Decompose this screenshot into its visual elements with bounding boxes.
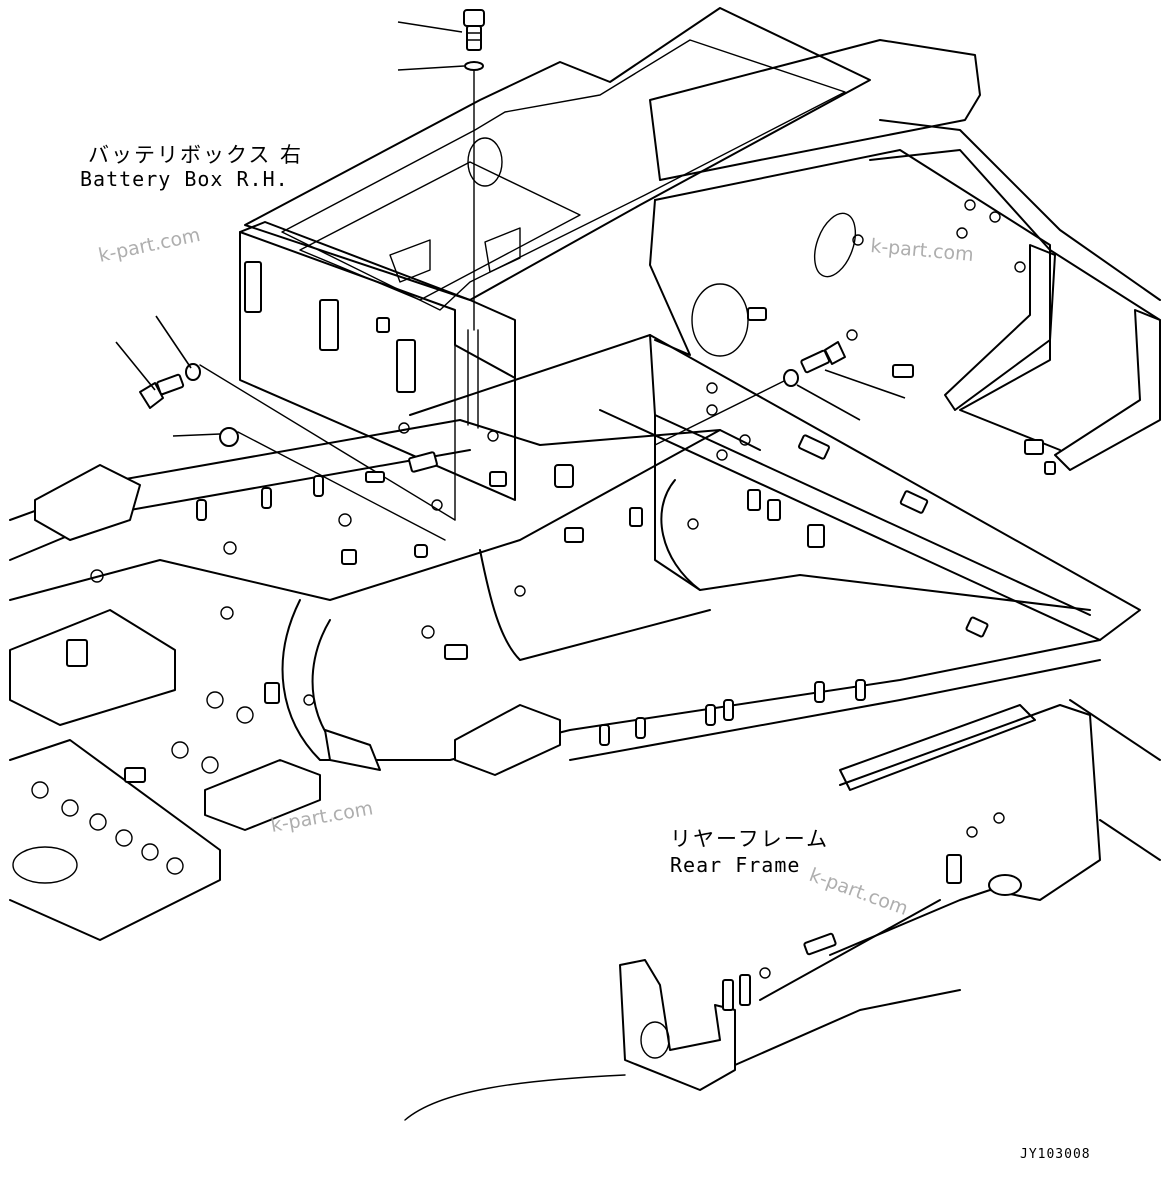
plug-cap-icon (219, 427, 239, 447)
battery-box (239, 7, 871, 521)
drawing-code: JY103008 (1020, 1147, 1091, 1162)
battery-box-label-jp: バッテリボックス 右 (88, 143, 303, 167)
watermark: k-part.com (806, 864, 911, 920)
rear-frame (9, 39, 1161, 1121)
left-washer-icon (185, 363, 201, 381)
watermark: k-part.com (96, 224, 202, 267)
frame-bosses (66, 199, 1056, 1011)
rear-frame-label-jp: リヤーフレーム (670, 827, 829, 851)
right-bolt-icon (800, 341, 846, 374)
top-washer-icon (464, 61, 484, 71)
watermark: k-part.com (870, 235, 975, 266)
fasteners (115, 9, 906, 541)
battery-box-label-en: Battery Box R.H. (80, 167, 289, 191)
rear-frame-label-en: Rear Frame (670, 853, 800, 877)
left-bolt-icon (139, 373, 185, 409)
right-washer-icon (783, 369, 799, 387)
top-bolt-icon (463, 9, 485, 51)
